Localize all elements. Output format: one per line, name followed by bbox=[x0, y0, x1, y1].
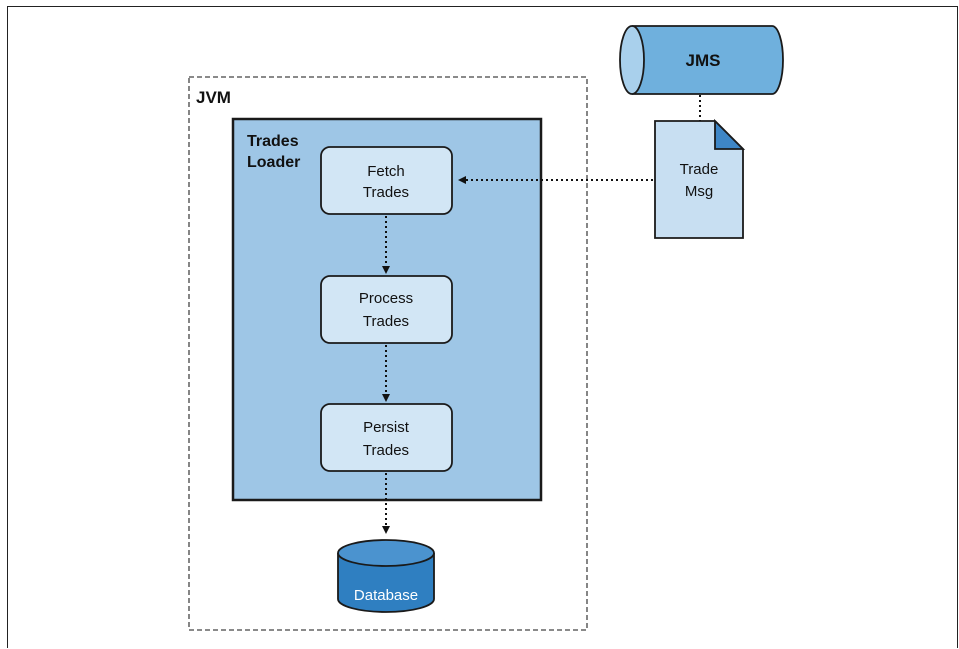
trade-message-line2: Msg bbox=[685, 183, 713, 200]
jvm-label: JVM bbox=[196, 88, 231, 107]
trade-message-document bbox=[654, 118, 746, 239]
trades-loader-label-line2: Loader bbox=[247, 154, 300, 171]
figure-frame bbox=[7, 6, 958, 648]
trade-message-line1: Trade bbox=[680, 161, 719, 178]
trades-loader-label-line1: Trades bbox=[247, 133, 299, 150]
jvm-container bbox=[188, 76, 588, 631]
process-trades-step bbox=[320, 275, 453, 344]
database-cylinder bbox=[337, 539, 435, 613]
fetch-trades-line1: Fetch bbox=[367, 163, 405, 180]
process-trades-line1: Process bbox=[359, 290, 413, 307]
persist-trades-line1: Persist bbox=[363, 419, 410, 436]
fetch-trades-step bbox=[320, 146, 453, 215]
jms-queue-cylinder bbox=[619, 25, 784, 95]
jms-label: JMS bbox=[686, 51, 721, 70]
persist-trades-step bbox=[320, 403, 453, 472]
process-trades-line2: Trades bbox=[363, 313, 409, 330]
fetch-trades-line2: Trades bbox=[363, 184, 409, 201]
persist-trades-line2: Trades bbox=[363, 442, 409, 459]
database-label: Database bbox=[354, 587, 418, 604]
